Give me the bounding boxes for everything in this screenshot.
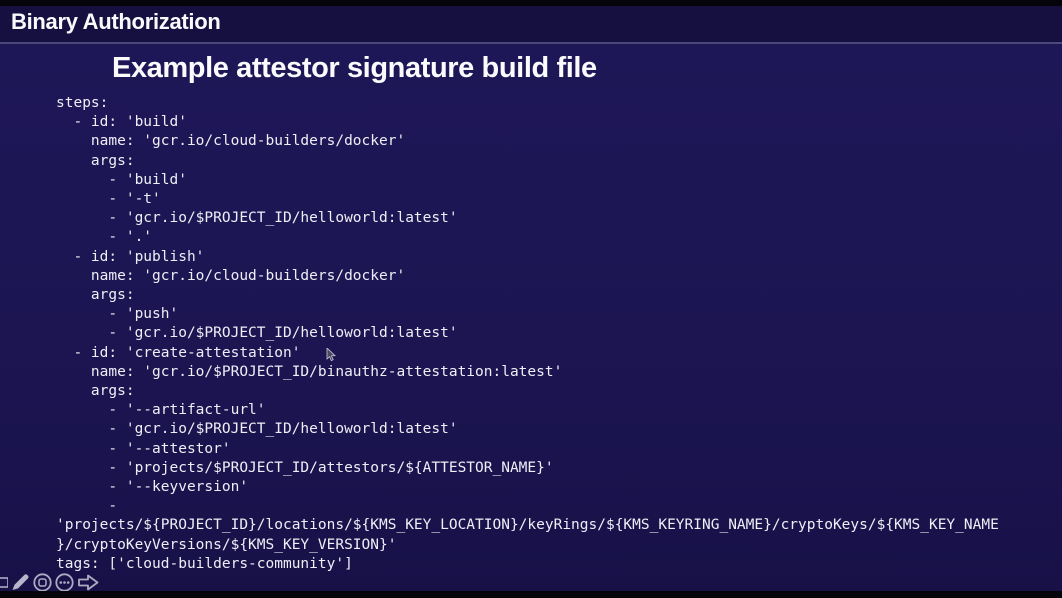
yaml-build-file-code: steps: - id: 'build' name: 'gcr.io/cloud… xyxy=(56,95,999,572)
slide-header-band: Binary Authorization xyxy=(0,6,1062,44)
annotation-toolbar xyxy=(0,570,101,594)
highlighter-circle-icon[interactable] xyxy=(32,572,53,593)
slide-heading: Example attestor signature build file xyxy=(112,52,597,84)
bottom-letterbox-bar xyxy=(0,591,1062,598)
deck-title: Binary Authorization xyxy=(11,9,221,34)
arrow-forward-icon[interactable] xyxy=(76,572,101,593)
pencil-icon[interactable] xyxy=(9,571,31,593)
slide-area: Example attestor signature build file st… xyxy=(0,44,1062,591)
mouse-cursor-icon xyxy=(326,347,338,367)
ellipsis-circle-icon[interactable] xyxy=(54,572,75,593)
clipped-square-icon[interactable] xyxy=(0,572,8,592)
